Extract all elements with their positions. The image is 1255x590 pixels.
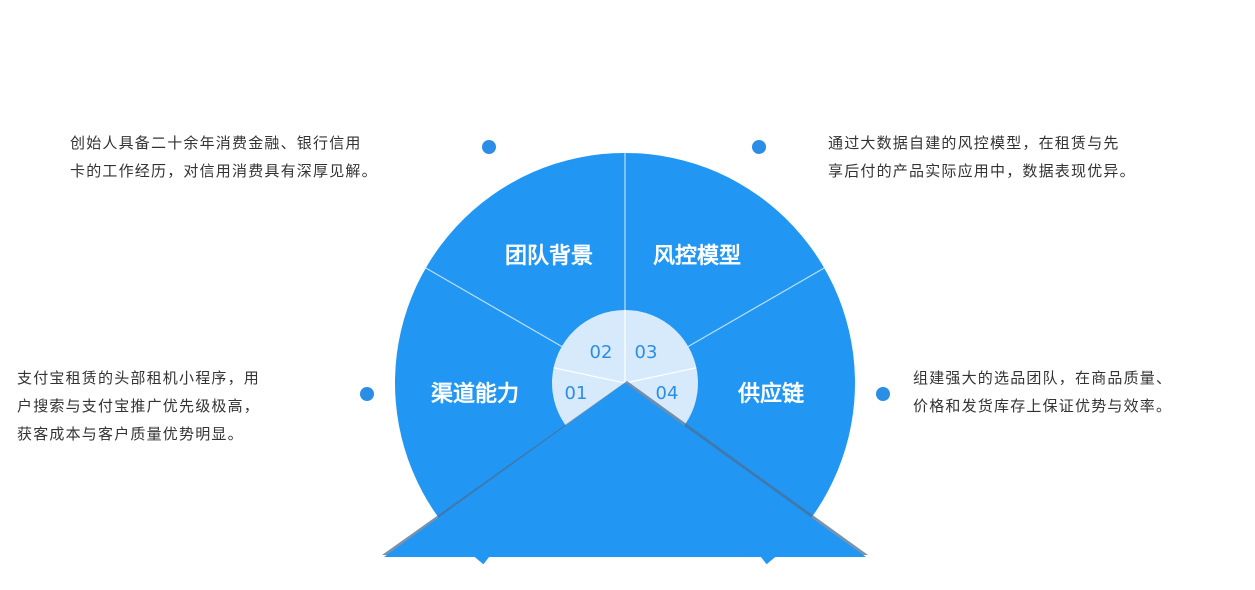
inner-divider-right bbox=[624, 367, 697, 384]
description-channel: 支付宝租赁的头部租机小程序，用 户搜索与支付宝推广优先级极高， 获客成本与客户质… bbox=[17, 364, 260, 448]
segment-label-channel: 渠道能力 bbox=[431, 381, 519, 407]
divider-right bbox=[687, 267, 825, 348]
bullet-dot-risk bbox=[752, 140, 766, 154]
description-line: 户搜索与支付宝推广优先级极高， bbox=[17, 397, 261, 415]
description-line: 组建强大的选品团队，在商品质量、 bbox=[913, 369, 1173, 387]
bullet-dot-team bbox=[482, 140, 496, 154]
segment-label-risk: 风控模型 bbox=[653, 243, 741, 269]
segment-number-01: 01 bbox=[565, 383, 588, 404]
description-line: 卡的工作经历，对信用消费具有深厚见解。 bbox=[70, 162, 378, 180]
bottom-wedge bbox=[384, 383, 866, 557]
description-line: 享后付的产品实际应用中，数据表现优异。 bbox=[828, 162, 1136, 180]
segment-label-supply: 供应链 bbox=[737, 381, 804, 407]
segment-number-03: 03 bbox=[635, 342, 658, 363]
bullet-dot-channel bbox=[360, 387, 374, 401]
description-line: 获客成本与客户质量优势明显。 bbox=[17, 425, 244, 443]
description-line: 创始人具备二十余年消费金融、银行信用 bbox=[70, 134, 362, 152]
segment-label-team: 团队背景 bbox=[505, 244, 593, 269]
bullet-dot-supply bbox=[876, 387, 890, 401]
description-risk: 通过大数据自建的风控模型，在租赁与先 享后付的产品实际应用中，数据表现优异。 bbox=[828, 129, 1136, 185]
segment-number-04: 04 bbox=[656, 383, 679, 404]
description-line: 支付宝租赁的头部租机小程序，用 bbox=[17, 369, 261, 387]
inner-divider-left bbox=[553, 367, 626, 384]
segment-number-02: 02 bbox=[590, 342, 613, 363]
divider-left bbox=[425, 267, 563, 348]
description-supply: 组建强大的选品团队，在商品质量、 价格和发货库存上保证优势与效率。 bbox=[913, 364, 1172, 420]
description-line: 价格和发货库存上保证优势与效率。 bbox=[913, 397, 1173, 415]
description-team: 创始人具备二十余年消费金融、银行信用 卡的工作经历，对信用消费具有深厚见解。 bbox=[70, 129, 378, 185]
description-line: 通过大数据自建的风控模型，在租赁与先 bbox=[828, 134, 1120, 152]
